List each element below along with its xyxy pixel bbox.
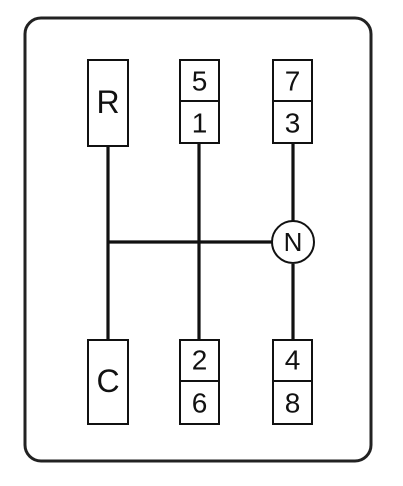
- gate-4-8: 4 8: [272, 339, 313, 425]
- neutral-circle: [271, 220, 315, 264]
- gate-reverse-label: R: [96, 84, 119, 120]
- neutral-label: N: [284, 227, 303, 257]
- gate-slot-2: 2: [192, 345, 208, 376]
- shift-rails: [106, 143, 295, 340]
- gate-creep-label: C: [96, 363, 119, 399]
- gate-slot-1: 1: [192, 108, 208, 139]
- gate-5-1: 5 1: [179, 59, 220, 144]
- gate-slot-4: 4: [285, 345, 301, 376]
- gate-2-6: 2 6: [179, 339, 220, 425]
- gate-slot-5: 5: [192, 66, 208, 97]
- gate-slot-3: 3: [285, 108, 301, 139]
- gate-creep-box: [87, 339, 129, 425]
- neutral-position: N: [271, 220, 315, 264]
- gate-slot-8: 8: [285, 388, 301, 419]
- gate-7-3: 7 3: [272, 59, 313, 144]
- gate-reverse: R: [87, 59, 129, 147]
- gate-slot-6: 6: [192, 388, 208, 419]
- gate-reverse-box: [87, 59, 129, 147]
- gate-slot-7: 7: [285, 66, 301, 97]
- gate-creep: C: [87, 339, 129, 425]
